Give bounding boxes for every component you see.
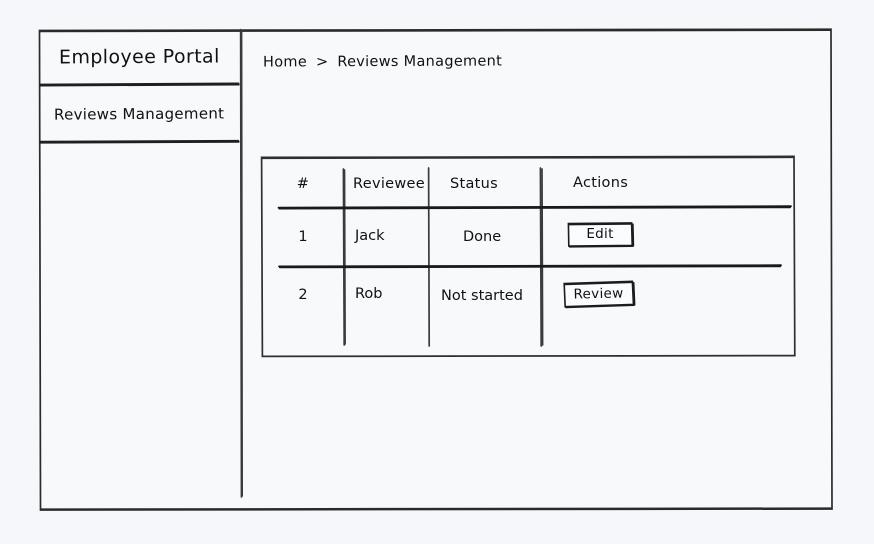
review-button[interactable]: Review [563, 280, 636, 309]
table-border [260, 155, 796, 358]
column-header-status: Status [450, 176, 499, 192]
table-row-rule [278, 264, 782, 269]
cell-number-row-2: 2 [298, 287, 308, 303]
app-window: Employee Portal Reviews Management Home … [38, 28, 833, 511]
cell-reviewee-row-2: Rob [355, 286, 383, 302]
content-area: Home > Reviews Management [241, 28, 833, 511]
sidebar-item-reviews-management[interactable]: Reviews Management [38, 85, 241, 142]
edit-button[interactable]: Edit [567, 222, 635, 248]
edit-button-label: Edit [586, 226, 614, 242]
cell-status-row-2: Not started [441, 288, 523, 304]
cell-number-row-1: 1 [298, 229, 308, 245]
breadcrumb-separator-icon: > [315, 54, 329, 71]
table-header-rule [277, 205, 792, 210]
sidebar-title: Employee Portal [38, 29, 241, 84]
column-header-actions: Actions [573, 175, 629, 191]
review-button-label: Review [573, 284, 624, 303]
sidebar-title-label: Employee Portal [59, 45, 220, 68]
breadcrumb-item-home[interactable]: Home [262, 54, 308, 71]
column-header-number: # [296, 176, 310, 192]
cell-reviewee-row-1: Jack [355, 228, 385, 244]
column-header-reviewee: Reviewee [353, 176, 425, 192]
sidebar-item-label: Reviews Management [54, 103, 225, 124]
sidebar: Employee Portal Reviews Management [38, 28, 241, 511]
table-column-divider [342, 167, 544, 347]
cell-status-row-1: Done [463, 229, 502, 245]
breadcrumb-item-reviews-management[interactable]: Reviews Management [337, 53, 503, 71]
reviews-table: # Reviewee Status Actions 1 Jack Done Ed… [260, 155, 796, 358]
breadcrumb: Home > Reviews Management [263, 53, 502, 70]
